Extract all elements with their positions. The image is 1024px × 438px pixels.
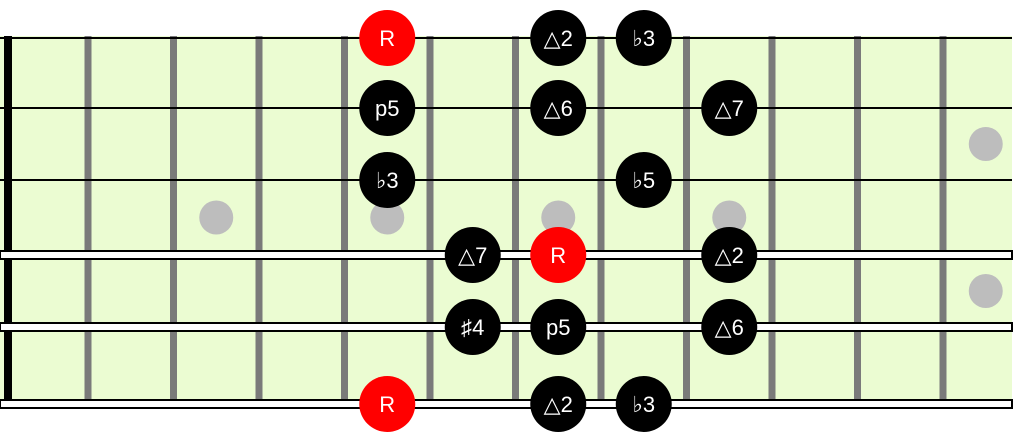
fret-9 — [768, 36, 776, 404]
interval-note-marker: △6 — [530, 80, 587, 136]
note-circle — [359, 10, 416, 66]
note-circle — [359, 376, 416, 432]
fret-4 — [341, 36, 348, 404]
inlay-dot-fret-3 — [199, 200, 234, 235]
note-circle — [530, 10, 587, 66]
interval-note-marker: ♯4 — [444, 299, 501, 355]
note-circle — [615, 152, 672, 208]
note-circle — [530, 299, 587, 355]
note-label: ♭5 — [632, 168, 655, 193]
string-6 — [0, 399, 1013, 409]
note-label: △6 — [544, 96, 573, 121]
frets — [4, 36, 947, 404]
strings — [0, 37, 1013, 409]
note-label: p5 — [546, 315, 570, 340]
fret-5 — [426, 36, 434, 404]
interval-note-marker: △7 — [701, 80, 758, 136]
nut — [4, 36, 12, 404]
note-label: R — [379, 26, 395, 51]
note-circle — [701, 80, 758, 136]
interval-note-marker: △7 — [444, 227, 501, 283]
note-circle — [444, 299, 501, 355]
interval-note-marker: △2 — [530, 376, 587, 432]
fret-10 — [854, 36, 861, 404]
interval-note-marker: ♭3 — [359, 152, 416, 208]
note-label: ♭3 — [632, 26, 655, 51]
interval-note-marker: p5 — [359, 80, 416, 136]
note-label: △2 — [544, 392, 573, 417]
note-label: R — [550, 243, 566, 268]
note-circle — [530, 376, 587, 432]
note-circle — [615, 376, 672, 432]
note-circle — [444, 227, 501, 283]
fretboard-background — [0, 36, 1012, 404]
note-circle — [359, 152, 416, 208]
fret-6 — [512, 36, 519, 404]
fret-7 — [597, 36, 605, 404]
fret-1 — [84, 36, 92, 404]
note-label: △2 — [715, 243, 744, 268]
inlay-dot-fret-12 — [968, 274, 1003, 308]
inlay-dot-fret-9 — [712, 200, 747, 235]
note-circle — [530, 227, 587, 283]
interval-note-marker: ♭3 — [615, 10, 672, 66]
interval-note-marker: ♭3 — [615, 376, 672, 432]
note-label: △7 — [715, 96, 744, 121]
root-note-marker: R — [359, 10, 416, 66]
note-label: R — [379, 392, 395, 417]
note-label: p5 — [375, 96, 399, 121]
root-note-marker: R — [530, 227, 587, 283]
interval-note-marker: △6 — [701, 299, 758, 355]
interval-note-marker: △2 — [701, 227, 758, 283]
note-label: ♭3 — [376, 168, 399, 193]
interval-note-marker: ♭5 — [615, 152, 672, 208]
note-circle — [701, 227, 758, 283]
inlay-dot-fret-12 — [968, 127, 1003, 161]
string-5 — [0, 322, 1013, 332]
fret-2 — [170, 36, 177, 404]
note-label: ♭3 — [632, 392, 655, 417]
string-4 — [0, 250, 1013, 260]
fret-8 — [683, 36, 690, 404]
note-circle — [615, 10, 672, 66]
note-label: △7 — [458, 243, 487, 268]
note-label: ♯4 — [461, 315, 484, 340]
note-label: △2 — [544, 26, 573, 51]
interval-note-marker: △2 — [530, 10, 587, 66]
note-circle — [530, 80, 587, 136]
note-circle — [701, 299, 758, 355]
interval-note-marker: p5 — [530, 299, 587, 355]
note-circle — [359, 80, 416, 136]
inlay-dot-fret-7 — [541, 200, 576, 235]
fret-3 — [255, 36, 263, 404]
root-note-marker: R — [359, 376, 416, 432]
fret-11 — [939, 36, 947, 404]
inlays — [199, 127, 1003, 308]
note-label: △6 — [715, 315, 744, 340]
inlay-dot-fret-5 — [370, 200, 405, 235]
